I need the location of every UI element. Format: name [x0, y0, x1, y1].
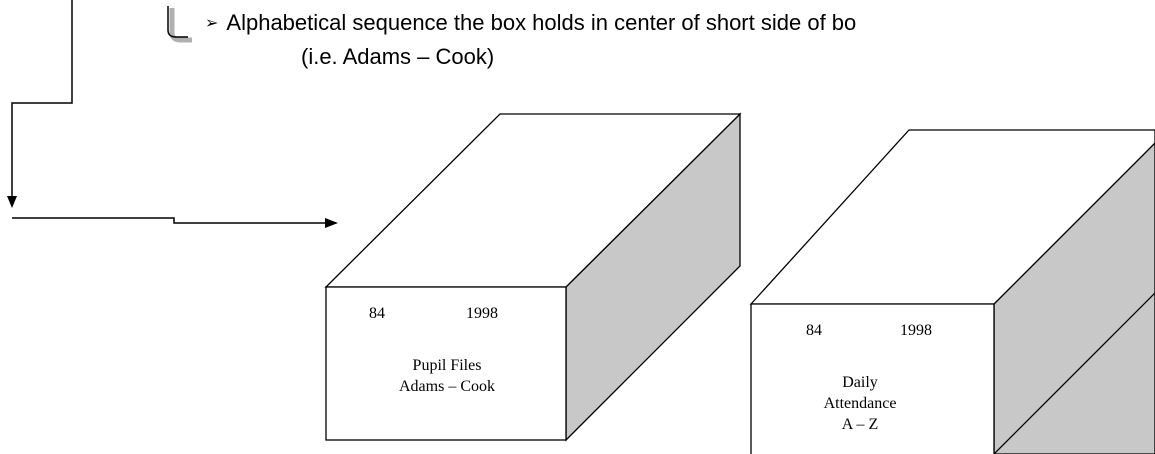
- box-1-title: Pupil Files: [412, 357, 482, 374]
- box-2-title-line-1: Daily: [842, 374, 878, 391]
- down-arrowhead: [7, 196, 17, 208]
- brace-shadow: [169, 8, 192, 43]
- bullet-text: Alphabetical sequence the box holds in c…: [226, 10, 857, 35]
- box-2-year: 1998: [900, 322, 932, 339]
- box-2-title-line-2: Attendance: [823, 395, 897, 412]
- box-2-front: [750, 303, 995, 454]
- bullet-arrow-icon: ➢: [205, 15, 219, 32]
- box-2-side-edge: [993, 292, 1155, 454]
- box-2-number: 84: [806, 322, 822, 339]
- box-1-year: 1998: [466, 305, 498, 322]
- right-arrowhead: [325, 218, 338, 228]
- horizontal-connector: [12, 217, 326, 224]
- brace: [167, 6, 188, 38]
- box-2-range: A – Z: [841, 416, 879, 433]
- file-box-2: [749, 129, 1155, 454]
- bullet-note: ➢ Alphabetical sequence the box holds in …: [205, 10, 856, 36]
- example-text: (i.e. Adams – Cook): [301, 44, 495, 69]
- box-1-front: [325, 286, 567, 441]
- connector-line: [11, 0, 73, 198]
- box-1-range: Adams – Cook: [399, 378, 495, 395]
- box-1-number: 84: [369, 305, 385, 322]
- file-box-1: [324, 112, 742, 442]
